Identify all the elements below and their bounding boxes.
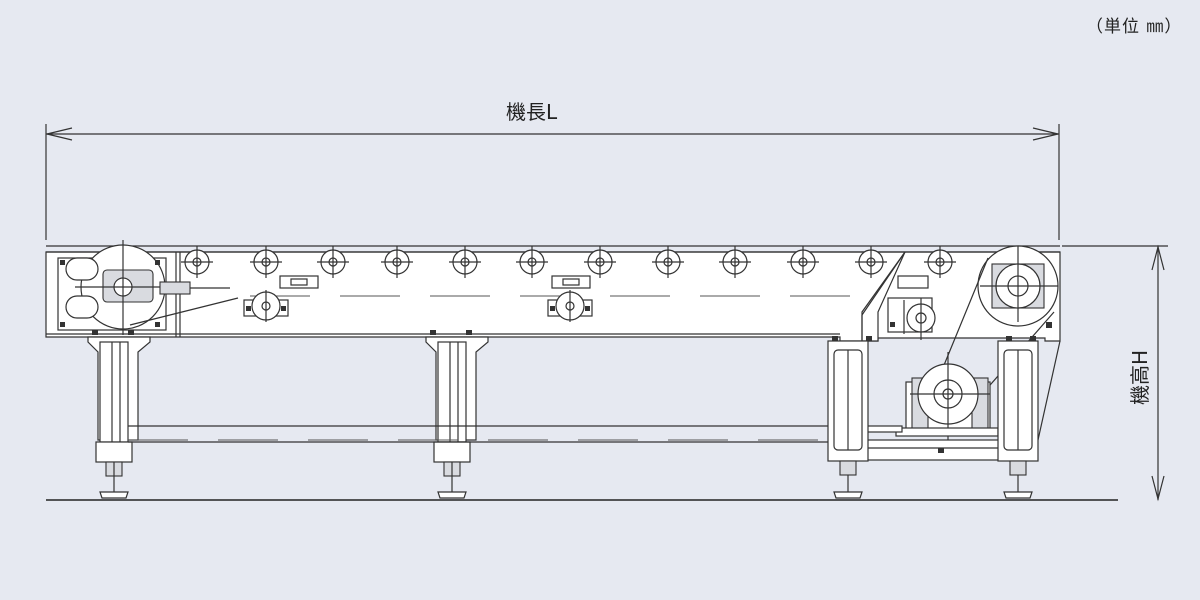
frame-brackets (279, 275, 929, 289)
length-dimension (45, 124, 1060, 240)
support-leg (425, 336, 489, 499)
return-roller (547, 290, 593, 322)
roller (449, 246, 481, 278)
roller (250, 246, 282, 278)
return-rollers (243, 290, 593, 322)
roller (584, 246, 616, 278)
roller (317, 246, 349, 278)
machine-length-label: 機長L (506, 100, 558, 124)
unit-label: （単位 ㎜） (1086, 17, 1183, 37)
carrier-rollers (181, 246, 956, 278)
support-leg (827, 340, 869, 499)
tail-takeup-unit (57, 240, 239, 335)
roller (719, 246, 751, 278)
roller (924, 246, 956, 278)
roller (855, 246, 887, 278)
leg-bracing (128, 425, 828, 443)
return-roller (243, 290, 289, 322)
head-pulley (977, 245, 1059, 328)
roller (516, 246, 548, 278)
drive-base (861, 439, 1003, 461)
drive-motor (860, 352, 999, 440)
roller (787, 246, 819, 278)
support-leg (997, 340, 1039, 499)
roller (181, 246, 213, 278)
frame-bolts (430, 330, 1036, 341)
roller (652, 246, 684, 278)
roller (381, 246, 413, 278)
support-legs (87, 336, 1039, 499)
height-dimension (1062, 244, 1168, 502)
snub-bearing-unit (887, 297, 936, 340)
support-leg (87, 336, 151, 499)
